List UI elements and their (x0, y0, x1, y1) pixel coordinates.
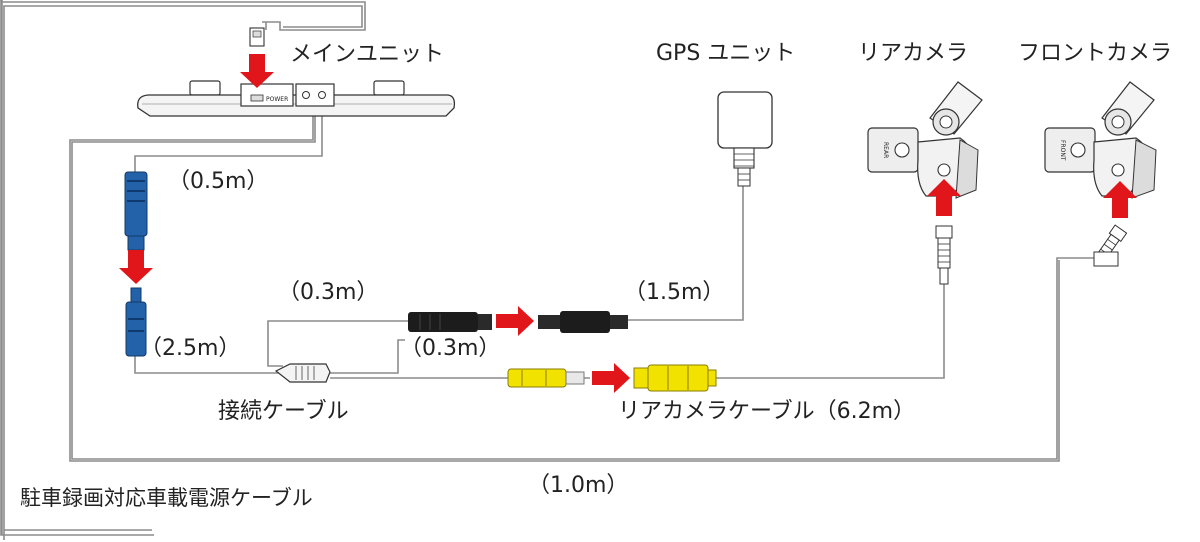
label-gps-unit: GPS ユニット (656, 41, 795, 66)
front-marking: FRONT (1059, 140, 1066, 161)
label-length-0-3m-top: （0.3m） (278, 280, 378, 305)
label-rear-camera: リアカメラ (858, 41, 968, 66)
yellow-connector-right (633, 364, 717, 392)
arrow-icon (240, 54, 274, 88)
blue-to-junction-wire (134, 355, 283, 374)
connection-cable-junction (274, 363, 331, 383)
main-unit-clip-left (189, 80, 221, 96)
gps-wire (627, 186, 744, 321)
label-power-cable: 駐車録画対応車載電源ケーブル (20, 486, 313, 510)
blue-connector-lower (125, 287, 147, 357)
label-length-2-5m: （2.5m） (140, 336, 240, 361)
label-connection-cable: 接続ケーブル (218, 399, 349, 424)
label-length-1-0m: （1.0m） (528, 473, 628, 498)
black-connector-left (408, 312, 492, 332)
arrow-icon (119, 250, 153, 284)
label-length-0-3m-bottom: （0.3m） (400, 336, 500, 361)
rear-camera: REAR (867, 81, 983, 285)
power-cable-wire (0, 0, 366, 536)
blue-connector-upper (124, 171, 148, 251)
label-front-camera: フロントカメラ (1018, 41, 1172, 66)
front-camera-cable-wire-2 (69, 100, 1060, 462)
wires (0, 0, 1098, 540)
arrow-icon (496, 306, 534, 336)
label-main-unit: メインユニット (290, 42, 444, 67)
main-unit-clip-right (373, 80, 405, 96)
black-connector-right (538, 311, 628, 333)
main-unit: POWER (137, 27, 456, 117)
gps-unit (717, 91, 773, 187)
junction-to-black-wire (267, 320, 408, 367)
suction-mount-icon (929, 81, 983, 136)
rear-marking: REAR (882, 142, 889, 158)
suction-mount-icon (1101, 81, 1155, 136)
front-camera: FRONT (1044, 81, 1157, 267)
main-to-blue-wire (134, 100, 323, 172)
rear-camera-wire (715, 284, 945, 379)
junction-to-yellow-wire (330, 339, 508, 379)
arrow-icon (592, 363, 630, 393)
label-rear-camera-cable: リアカメラケーブル（6.2m） (618, 399, 915, 424)
camera-port-panel (295, 83, 335, 107)
power-cable-outer-line (3, 5, 363, 540)
power-marking: POWER (266, 96, 288, 103)
front-camera-cable-wire (71, 100, 1098, 460)
label-length-1-5m: （1.5m） (624, 280, 724, 305)
label-length-0-5m: （0.5m） (168, 169, 268, 194)
yellow-connector-left (507, 368, 585, 388)
